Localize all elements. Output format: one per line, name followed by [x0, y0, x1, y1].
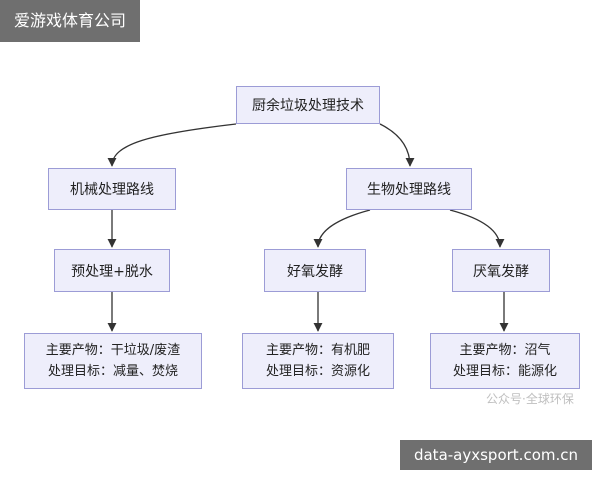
goal-line: 处理目标：减量、焚烧	[47, 364, 178, 379]
product-line: 主要产物：沼气	[459, 343, 551, 358]
edge-biological-to-aerobic	[313, 209, 371, 248]
watermark: 公众号·全球环保	[486, 392, 574, 406]
node-root: 厨余垃圾处理技术	[236, 86, 380, 124]
edge-biological-to-anaerobic	[449, 209, 505, 248]
company-tag: 爱游戏体育公司	[0, 0, 140, 42]
goal-line: 处理目标：能源化	[452, 364, 557, 379]
node-anaerobic-output: 主要产物：沼气 处理目标：能源化	[430, 333, 580, 389]
node-mechanical-route: 机械处理路线	[48, 168, 176, 210]
node-biological-route: 生物处理路线	[346, 168, 472, 210]
node-pretreatment: 预处理+脱水	[54, 249, 170, 292]
edge-root-to-biological	[379, 123, 415, 167]
node-aerobic: 好氧发酵	[264, 249, 366, 292]
node-mechanical-output: 主要产物：干垃圾/废渣 处理目标：减量、焚烧	[24, 333, 202, 389]
goal-line: 处理目标：资源化	[265, 364, 370, 379]
node-anaerobic: 厌氧发酵	[452, 249, 550, 292]
node-aerobic-output: 主要产物：有机肥 处理目标：资源化	[242, 333, 394, 389]
site-url-tag: data-ayxsport.com.cn	[400, 440, 592, 470]
edge-root-to-mechanical	[107, 123, 237, 167]
product-line: 主要产物：干垃圾/废渣	[45, 343, 181, 358]
product-line: 主要产物：有机肥	[265, 343, 370, 358]
